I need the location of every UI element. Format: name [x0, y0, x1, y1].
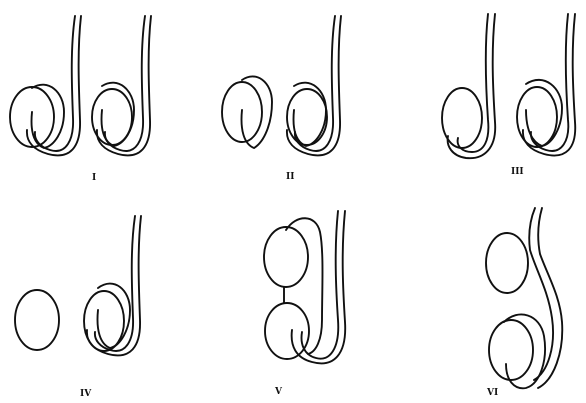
testis-upper	[264, 227, 308, 287]
testis-unit	[486, 208, 562, 388]
panel-label-4: IV	[80, 390, 91, 399]
testis-unit	[264, 211, 345, 363]
cord-outer	[35, 16, 75, 151]
panel-5	[264, 211, 345, 363]
testis	[92, 89, 132, 145]
panel-6	[486, 208, 562, 388]
testis	[84, 291, 124, 351]
testis	[442, 88, 482, 148]
testis	[15, 290, 59, 350]
testis-upper	[486, 233, 528, 293]
testis-unit	[517, 14, 575, 156]
epididymis	[102, 83, 135, 146]
panel-label-5: V	[275, 388, 282, 397]
cord-inner	[538, 208, 562, 388]
testis-unit	[15, 290, 59, 350]
testis-unit	[92, 16, 151, 155]
panel-label-3: III	[511, 168, 524, 177]
panel-label-2: II	[286, 173, 294, 182]
panel-3	[442, 14, 575, 158]
testis-lower	[265, 303, 309, 359]
testis-unit	[222, 76, 272, 148]
cord-outer	[458, 14, 489, 152]
panel-label-1: I	[92, 174, 96, 183]
panel-4	[15, 216, 141, 355]
panel-1	[10, 16, 151, 155]
panel-label-6: VI	[487, 389, 498, 398]
testis-unit	[84, 216, 141, 355]
testis	[517, 87, 557, 147]
testis-unit	[442, 14, 495, 158]
testis-lower	[489, 320, 533, 380]
epididymis	[242, 76, 273, 148]
panel-2	[222, 16, 341, 155]
testis-unit	[287, 16, 341, 155]
epididymis	[98, 284, 131, 348]
testis-unit	[10, 16, 81, 155]
